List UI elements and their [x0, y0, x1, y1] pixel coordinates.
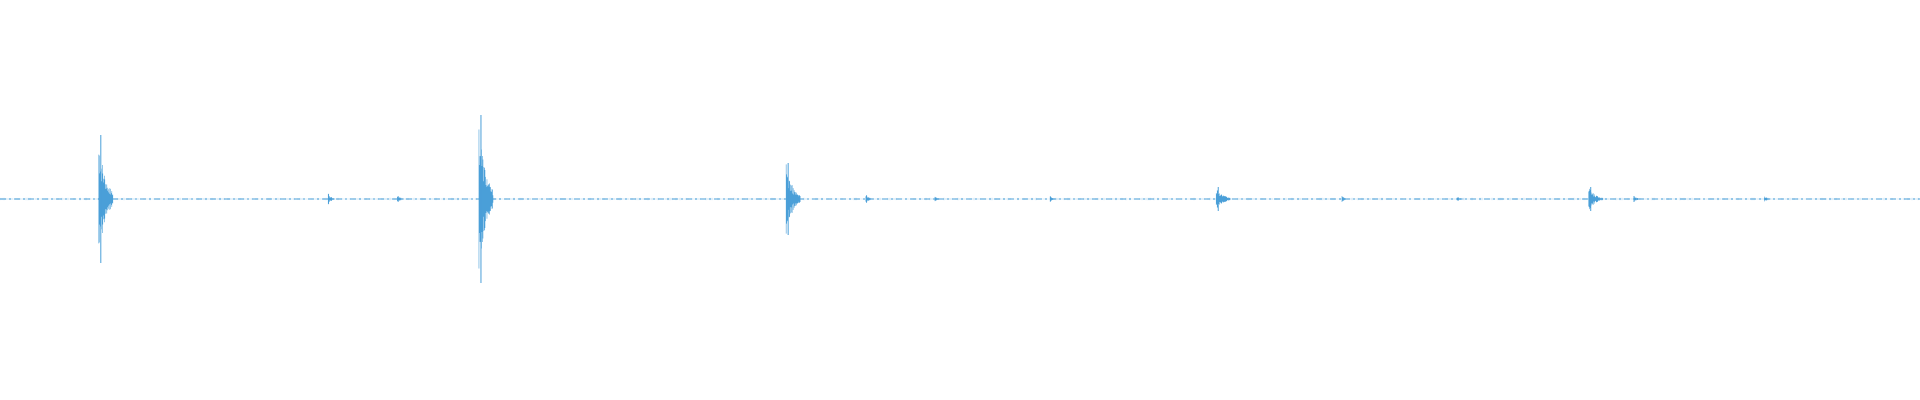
waveform-burst-path — [1633, 196, 1641, 202]
waveform-minor-event — [934, 196, 942, 202]
waveform-burst-path — [327, 193, 335, 205]
waveform-minor-event — [1633, 196, 1641, 202]
waveform-minor-event — [1456, 197, 1464, 201]
waveform-minor-event — [865, 195, 873, 203]
waveform-burst — [98, 135, 114, 263]
waveform-minor-event — [1049, 196, 1057, 202]
waveform-minor-event — [397, 196, 404, 202]
waveform-events — [0, 115, 1919, 283]
waveform-burst — [478, 115, 494, 283]
waveform-minor-event — [327, 193, 335, 205]
waveform-burst — [785, 163, 801, 235]
waveform-burst-path — [1341, 195, 1349, 203]
waveform-minor-event — [1341, 195, 1349, 203]
waveform-noise — [0, 197, 1919, 201]
waveform-burst — [1588, 187, 1604, 211]
waveform-burst-path — [1456, 197, 1464, 201]
waveform-burst-path — [1049, 196, 1057, 202]
waveform-burst-path — [934, 196, 942, 202]
waveform-burst — [1215, 187, 1231, 211]
waveform-burst-path — [865, 195, 873, 203]
waveform-burst-path — [397, 196, 404, 202]
waveform-minor-event — [1764, 196, 1771, 202]
waveform-burst-path — [1764, 196, 1771, 202]
